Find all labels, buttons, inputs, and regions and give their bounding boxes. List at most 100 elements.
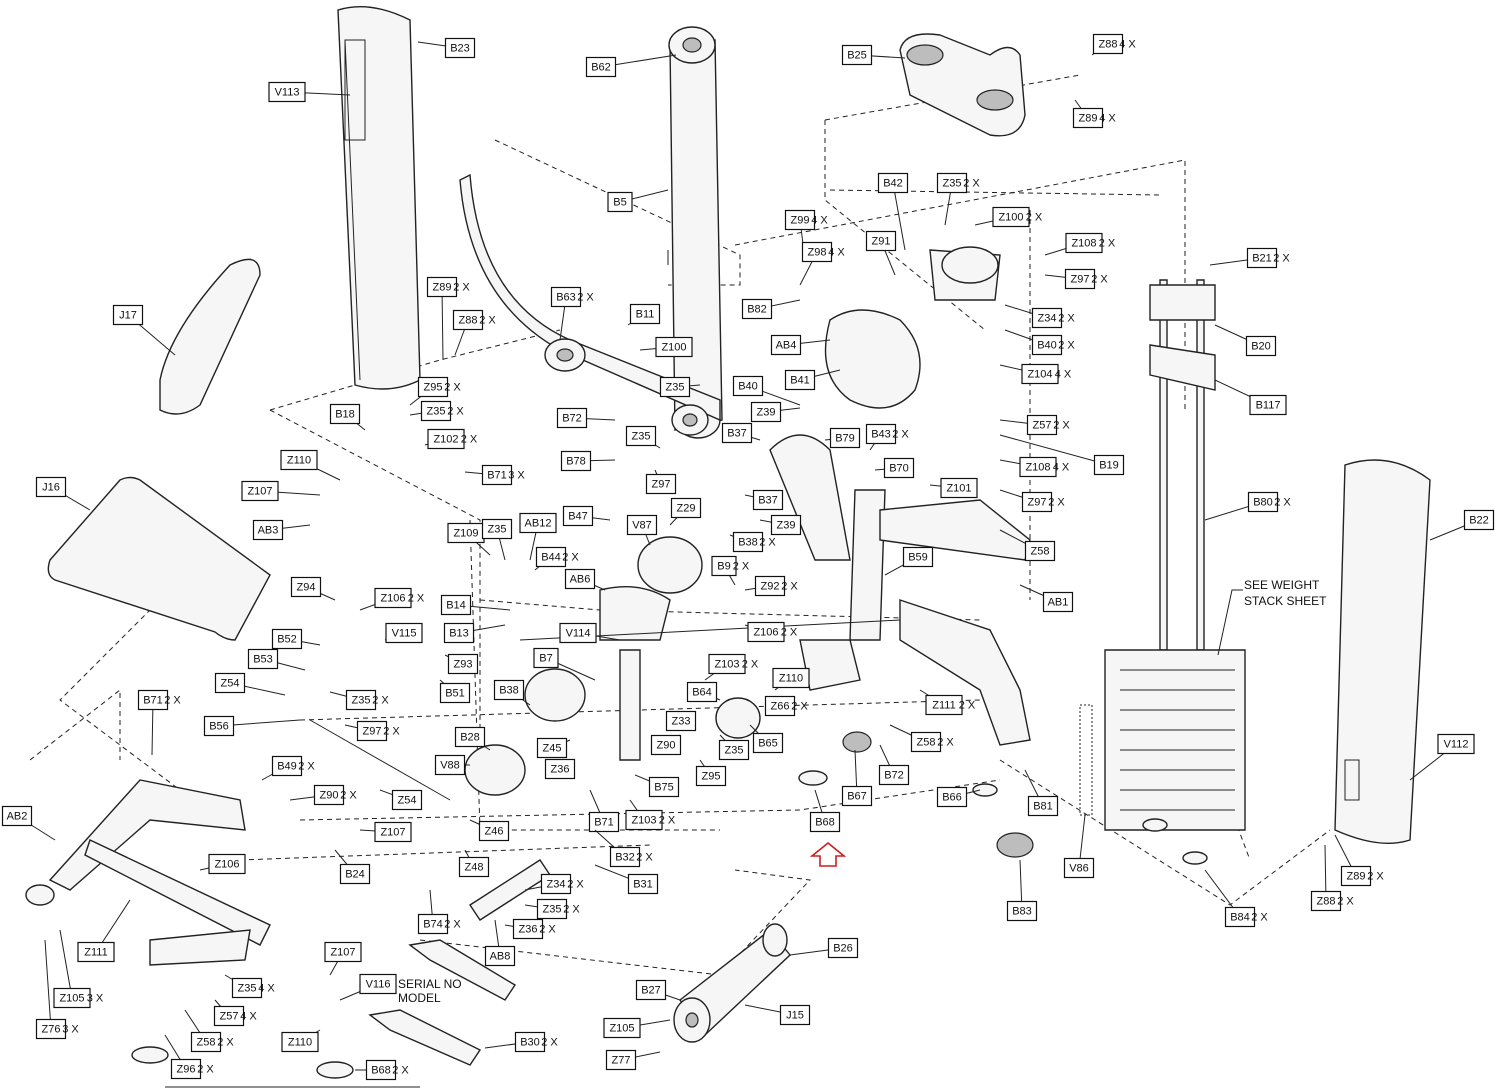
callout-part-number: AB3 (258, 525, 279, 537)
callout-quantity: 4 X (1099, 113, 1116, 125)
callout-part-number: J15 (786, 1010, 804, 1022)
serial-note: SERIAL NO MODEL (398, 977, 462, 1005)
callout-box (271, 628, 303, 650)
callout-box (1064, 268, 1096, 290)
callout-part-number: Z106 (380, 593, 405, 605)
callout-box (1065, 232, 1103, 254)
callout-box (374, 821, 412, 843)
callout-box (1249, 394, 1287, 416)
callout-part-number: B47 (568, 511, 588, 523)
callout-part-number: Z98 (808, 247, 827, 259)
callout-part-number: Z99 (791, 215, 810, 227)
callout-quantity: 2 X (408, 593, 425, 605)
callout-box (772, 667, 810, 689)
callout-part-number: Z35 (666, 382, 685, 394)
callout-part-number: AB4 (776, 340, 797, 352)
callout-z48: Z48 (458, 849, 490, 878)
callout-box (801, 241, 833, 263)
callout-box (203, 715, 235, 737)
callout-quantity: 2 X (781, 581, 798, 593)
callout-quantity: 2 X (1058, 340, 1075, 352)
callout-quantity: 4 X (811, 215, 828, 227)
callout-box (560, 450, 592, 472)
pulley-column (667, 26, 723, 439)
callout-box (752, 732, 784, 754)
callout-ab12: AB12 (519, 512, 557, 561)
callout-part-number: B64 (692, 687, 712, 699)
callout-quantity: 2 X (1337, 896, 1354, 908)
callout-box (556, 407, 588, 429)
callout-box (809, 811, 841, 833)
callout-box (544, 758, 576, 780)
callout-quantity: 2 X (562, 552, 579, 564)
callout-quantity: 4 X (1119, 39, 1136, 51)
callout-part-number: B75 (654, 782, 674, 794)
callout-b14: B14 (440, 594, 511, 616)
callout-z35: Z35 (481, 518, 513, 561)
callout-part-number: Z110 (287, 455, 311, 467)
callout-part-number: Z93 (454, 659, 473, 671)
callout-box (609, 846, 641, 868)
callout-z77: Z77 (605, 1049, 661, 1071)
callout-quantity: 2 X (1099, 238, 1116, 250)
callout-z101: Z101 (929, 477, 978, 499)
callout-part-number: Z97 (1028, 497, 1047, 509)
callout-box (550, 286, 582, 308)
callout-b51: B51 (439, 679, 471, 704)
callout-quantity: 2 X (959, 700, 976, 712)
callout-box (1031, 307, 1063, 329)
callout-box (1246, 247, 1278, 269)
callout-part-number: Z54 (398, 795, 417, 807)
callout-box (359, 973, 397, 995)
callout-part-number: B28 (460, 732, 480, 744)
callout-part-number: B68 (371, 1065, 391, 1077)
callout-z54: Z54 (379, 789, 423, 811)
callout-quantity: 4 X (1053, 462, 1070, 474)
callout-box (356, 720, 388, 742)
callout-box (750, 401, 782, 423)
callout-box (779, 1004, 811, 1026)
callout-quantity: 3 X (508, 470, 525, 482)
callout-part-number: B74 (423, 919, 443, 931)
callout-quantity: 2 X (892, 429, 909, 441)
callout-box (385, 622, 423, 644)
callout-box (443, 622, 475, 644)
callout-part-number: Z89 (1079, 113, 1098, 125)
callout-box (281, 1031, 319, 1053)
callout-box (1092, 33, 1124, 55)
callout-part-number: B83 (1012, 906, 1032, 918)
callout-b68: B68 (809, 789, 841, 833)
callout-part-number: Z108 (1025, 462, 1050, 474)
callout-box (1340, 865, 1372, 887)
callout-box (478, 820, 510, 842)
callout-part-number: B70 (889, 463, 909, 475)
callout-part-number: B43 (871, 429, 891, 441)
callout-part-number: Z92 (761, 581, 780, 593)
callout-box (695, 765, 727, 787)
callout-box (559, 622, 597, 644)
weight-stack-note-line2: STACK SHEET (1244, 594, 1327, 608)
callout-box (992, 206, 1030, 228)
callout-box (626, 514, 658, 536)
callout-box (391, 789, 423, 811)
callout-box (936, 786, 968, 808)
callout-box (1247, 491, 1279, 513)
callout-part-number: B51 (445, 688, 465, 700)
callout-box (721, 422, 753, 444)
callout-quantity: 4 X (828, 247, 845, 259)
callout-part-number: B20 (1251, 341, 1271, 353)
callout-box (444, 37, 476, 59)
callout-part-number: Z100 (661, 342, 686, 354)
callout-j16: J16 (35, 476, 91, 511)
callout-part-number: B53 (253, 654, 273, 666)
callout-quantity: 2 X (791, 701, 808, 713)
callout-part-number: Z102 (433, 434, 458, 446)
